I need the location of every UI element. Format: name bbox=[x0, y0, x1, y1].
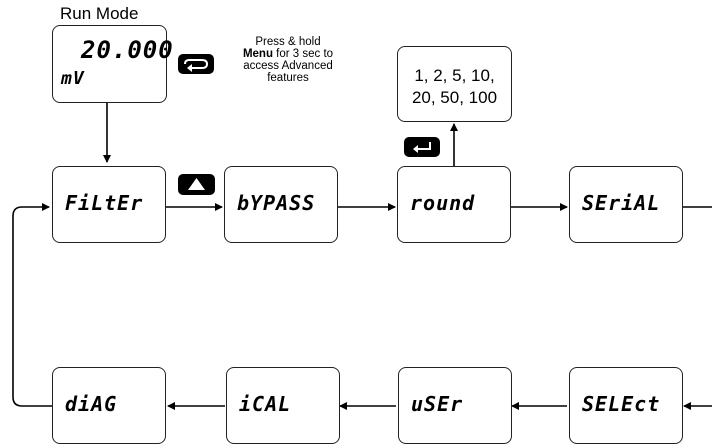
round-options-text: 1, 2, 5, 10, 20, 50, 100 bbox=[398, 65, 511, 109]
menu-button[interactable] bbox=[178, 54, 214, 74]
menu-item-user-label: uSEr bbox=[411, 392, 464, 416]
hint-line-4: features bbox=[267, 72, 309, 84]
display-value: 20.000 bbox=[81, 36, 174, 64]
round-options-box: 1, 2, 5, 10, 20, 50, 100 bbox=[397, 46, 512, 122]
hint-line-2: Menu for 3 sec to bbox=[220, 48, 356, 60]
menu-item-ical-label: iCAL bbox=[239, 392, 292, 416]
menu-item-ical[interactable]: iCAL bbox=[226, 367, 340, 444]
hint-line-3: access Advanced bbox=[243, 60, 333, 72]
menu-item-diag[interactable]: diAG bbox=[52, 367, 166, 444]
menu-item-serial-label: SEriAL bbox=[582, 191, 661, 215]
enter-button[interactable] bbox=[404, 137, 440, 157]
advanced-hint: Press & hold Menu for 3 sec to access Ad… bbox=[220, 36, 356, 84]
up-triangle-icon bbox=[188, 178, 205, 190]
menu-item-filter[interactable]: FiLtEr bbox=[52, 166, 166, 243]
menu-item-bypass-label: bYPASS bbox=[237, 191, 316, 215]
menu-item-serial[interactable]: SEriAL bbox=[569, 166, 683, 243]
hint-line-1: Press & hold bbox=[255, 36, 321, 48]
menu-item-select[interactable]: SELEct bbox=[569, 367, 683, 444]
loop-arrow-icon bbox=[184, 59, 209, 72]
hint-line-2-rest: for 3 sec to bbox=[272, 48, 334, 60]
run-mode-display: 20.000 mV bbox=[52, 25, 173, 103]
menu-item-bypass[interactable]: bYPASS bbox=[224, 166, 338, 243]
hint-menu-word: Menu bbox=[242, 48, 273, 60]
display-unit: mV bbox=[61, 68, 85, 89]
enter-return-icon bbox=[413, 142, 431, 153]
menu-item-user[interactable]: uSEr bbox=[398, 367, 512, 444]
menu-item-round[interactable]: round bbox=[397, 166, 511, 243]
round-options-line-2: 20, 50, 100 bbox=[411, 88, 498, 107]
up-button[interactable] bbox=[178, 174, 215, 195]
menu-item-filter-label: FiLtEr bbox=[65, 191, 144, 215]
run-mode-label: Run Mode bbox=[60, 4, 139, 23]
menu-item-select-label: SELEct bbox=[582, 392, 661, 416]
menu-item-round-label: round bbox=[410, 191, 476, 215]
arrow-diag-loop-to-filter bbox=[12, 203, 52, 407]
menu-item-diag-label: diAG bbox=[65, 392, 118, 416]
round-options-line-1: 1, 2, 5, 10, bbox=[414, 66, 495, 85]
